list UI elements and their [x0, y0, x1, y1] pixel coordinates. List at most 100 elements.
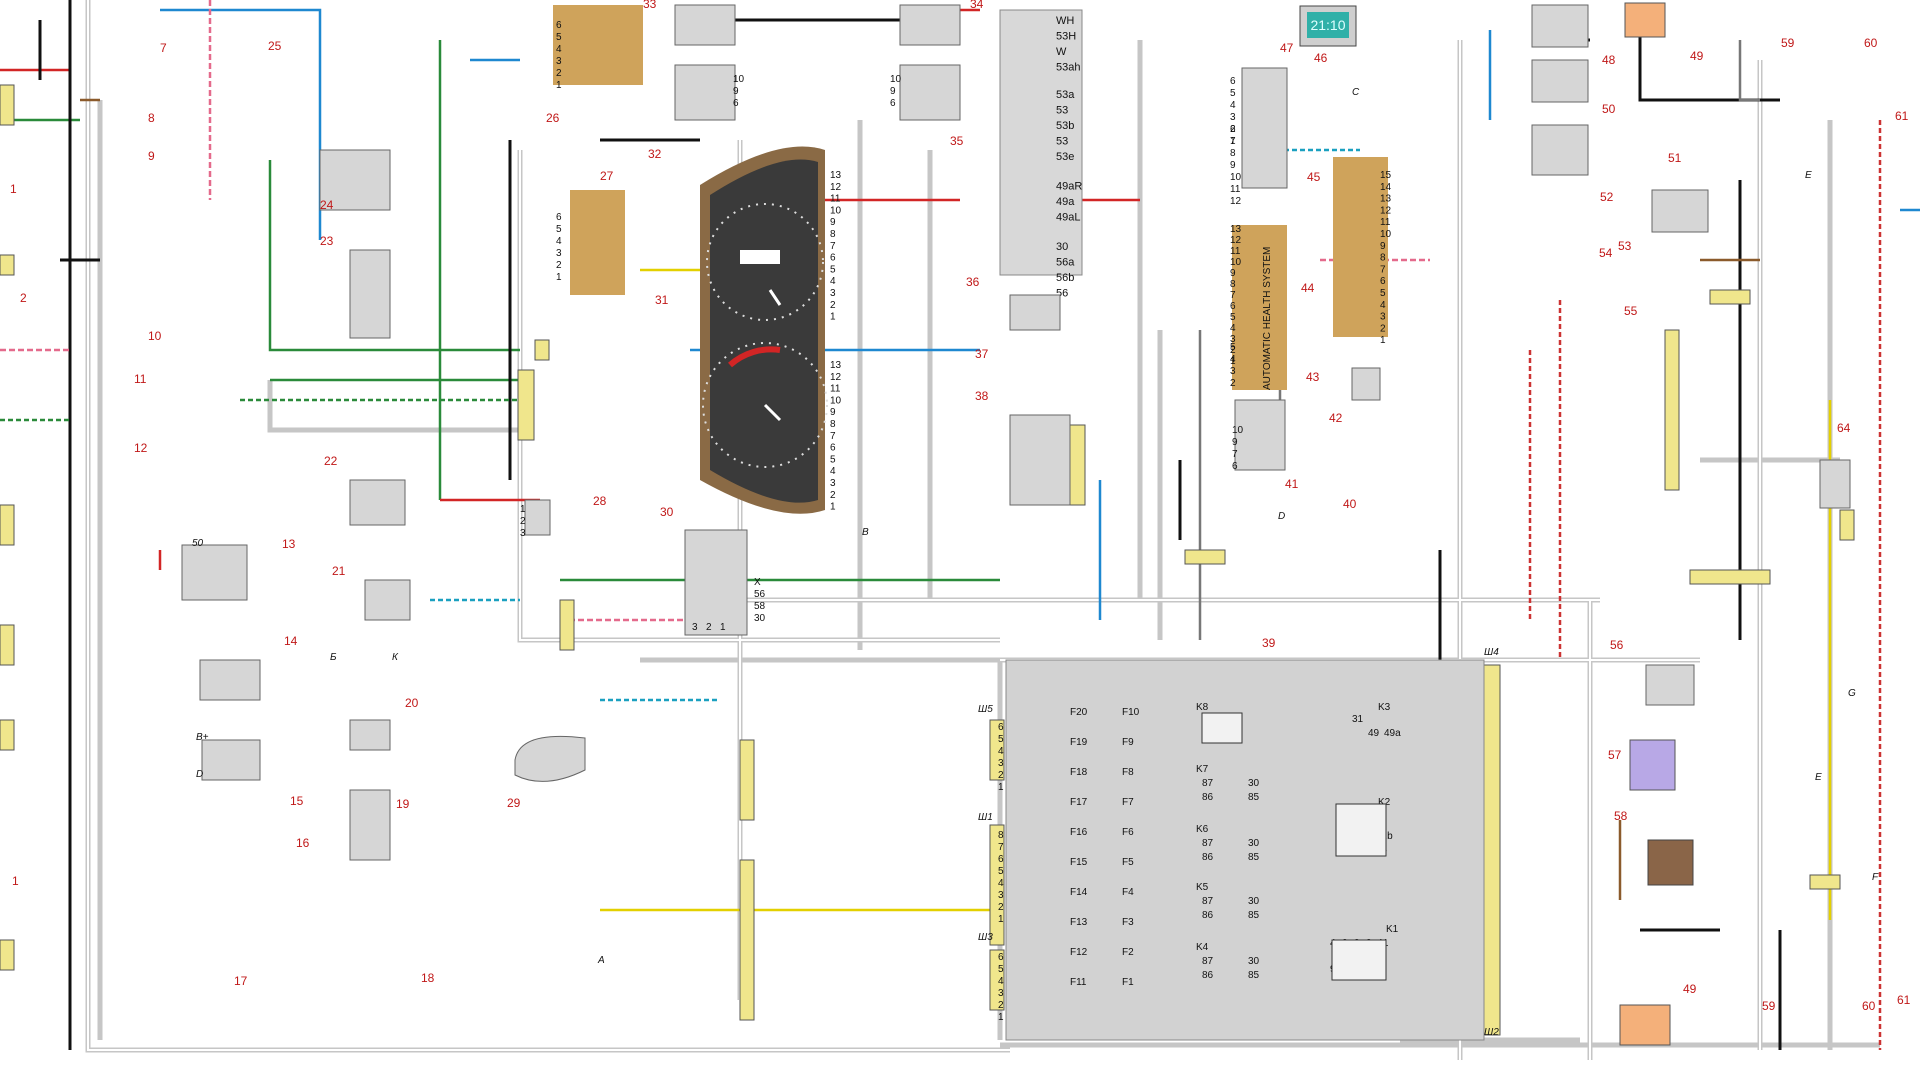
- switch-pin-12: 30: [1056, 241, 1068, 253]
- relay-K5-pin-87: 87: [1202, 896, 1214, 907]
- relay-K5: K5: [1196, 882, 1209, 893]
- pins-comp-45-4: 10: [1230, 172, 1242, 183]
- callout-c58: 58: [1614, 809, 1628, 823]
- callout-c47: 47: [1280, 41, 1294, 55]
- pins-module-43-top-9: 4: [1230, 323, 1236, 334]
- switch-pin-14: 56b: [1056, 272, 1074, 284]
- pins-cluster-bottom-10: 3: [830, 478, 836, 489]
- misc-label-5: A: [597, 955, 605, 966]
- pins-module-26-4: 2: [556, 68, 562, 79]
- relay-K5-pin-86: 86: [1202, 910, 1214, 921]
- pins-comp-41-2: 7: [1232, 449, 1238, 460]
- pins-module-44-1: 14: [1380, 182, 1392, 193]
- misc-label-3: B+: [196, 732, 209, 743]
- callout-c37: 37: [975, 347, 989, 361]
- callout-c33: 33: [643, 0, 657, 11]
- pins-sh1-0: 8: [998, 830, 1004, 841]
- callout-c23: 23: [320, 234, 334, 248]
- callout-c24: 24: [320, 198, 334, 212]
- callout-c2: 2: [20, 291, 27, 305]
- module-43-label: AUTOMATIC HEALTH SYSTEM: [1262, 247, 1273, 390]
- fuse-F5: F5: [1122, 857, 1134, 868]
- switch-pin-5: 53: [1056, 105, 1068, 117]
- pins-cluster-bottom-6: 7: [830, 431, 836, 442]
- relay-K8: K8: [1196, 702, 1209, 713]
- pins-module-44-5: 10: [1380, 229, 1392, 240]
- pins-sh5-3: 3: [998, 758, 1004, 769]
- callout-c21: 21: [332, 564, 346, 578]
- relay-K6-pin-86: 86: [1202, 852, 1214, 863]
- switch-pin-9: 49aR: [1056, 181, 1082, 193]
- callout-c9: 9: [148, 149, 155, 163]
- pins-cluster-bottom-7: 6: [830, 443, 836, 454]
- lamp30-side-2: 2: [706, 622, 712, 633]
- pins-comp-45-top-4: 2: [1230, 124, 1236, 135]
- callout-c42: 42: [1329, 411, 1343, 425]
- callout-c18: 18: [421, 971, 435, 985]
- pins-module-44-7: 8: [1380, 253, 1386, 264]
- pins-comp-35-1: 9: [890, 86, 896, 97]
- pins-cluster-top-7: 6: [830, 253, 836, 264]
- callout-c44: 44: [1301, 281, 1315, 295]
- callout-c15: 15: [290, 794, 304, 808]
- fuse-F15: F15: [1070, 857, 1088, 868]
- pins-cluster-top-4: 9: [830, 217, 836, 228]
- switch-pin-3: 53ah: [1056, 62, 1080, 74]
- pins-comp-45-top-2: 4: [1230, 100, 1236, 111]
- instrument-cluster: [700, 146, 828, 514]
- connector-block-1: Ш2: [1484, 1027, 1499, 1038]
- callout-c64: 64: [1837, 421, 1851, 435]
- misc-label-11: G: [1848, 688, 1856, 699]
- pins-cluster-top-11: 2: [830, 300, 836, 311]
- relay-K4-pin-86: 86: [1202, 970, 1214, 981]
- pins-module-44-4: 11: [1380, 217, 1391, 228]
- pins-module-44-2: 13: [1380, 194, 1392, 205]
- pins-cluster-bottom-4: 9: [830, 407, 836, 418]
- pins-cluster-bottom-8: 5: [830, 454, 836, 465]
- pins-comp-41-1: 9: [1232, 437, 1238, 448]
- pin-number-labels: 1312111098765432113121110987654321151413…: [520, 20, 1392, 1023]
- callout-c41: 41: [1285, 477, 1299, 491]
- pins-comp-32-2: 6: [733, 98, 739, 109]
- pins-module-44-0: 15: [1380, 170, 1392, 181]
- misc-label-9: E: [1805, 170, 1812, 181]
- callout-c17: 17: [234, 974, 248, 988]
- switch-pin-0: WH: [1056, 15, 1074, 27]
- callout-c11: 11: [134, 372, 147, 386]
- callout-c28: 28: [593, 494, 607, 508]
- fuse-F4: F4: [1122, 887, 1134, 898]
- callout-c13: 13: [282, 537, 296, 551]
- pins-module-27-1: 5: [556, 224, 562, 235]
- callout-c29: 29: [507, 796, 521, 810]
- switch-pin-2: W: [1056, 46, 1067, 58]
- callout-c34: 34: [970, 0, 984, 11]
- pins-module-43-top-10: 3: [1230, 334, 1236, 345]
- fuse-F7: F7: [1122, 797, 1134, 808]
- pins-cluster-top-1: 12: [830, 182, 842, 193]
- pins-sh1-2: 6: [998, 854, 1004, 865]
- fuse-F12: F12: [1070, 947, 1088, 958]
- k3-pin-0: 31: [1352, 714, 1364, 725]
- fuse-F18: F18: [1070, 767, 1088, 778]
- pins-comp-28-1: 2: [520, 516, 526, 527]
- callout-c1a: 1: [10, 182, 17, 196]
- pins-comp-35-2: 6: [890, 98, 896, 109]
- pins-module-27-5: 1: [556, 272, 562, 283]
- misc-label-0: 50: [192, 538, 204, 549]
- relay-K1: K1: [1386, 924, 1399, 935]
- connector-block-3: Ш4: [1484, 647, 1499, 658]
- pins-module-43-top-5: 8: [1230, 279, 1236, 290]
- pins-module-44-9: 6: [1380, 276, 1386, 287]
- relay-K7-pin-30: 30: [1248, 778, 1260, 789]
- callout-c54: 54: [1599, 246, 1613, 260]
- callout-c45: 45: [1307, 170, 1321, 184]
- callout-c49a: 49: [1690, 49, 1704, 63]
- callout-c61a: 61: [1895, 109, 1909, 123]
- callout-c19: 19: [396, 797, 410, 811]
- pins-cluster-bottom-5: 8: [830, 419, 836, 430]
- misc-label-12: F: [1872, 872, 1879, 883]
